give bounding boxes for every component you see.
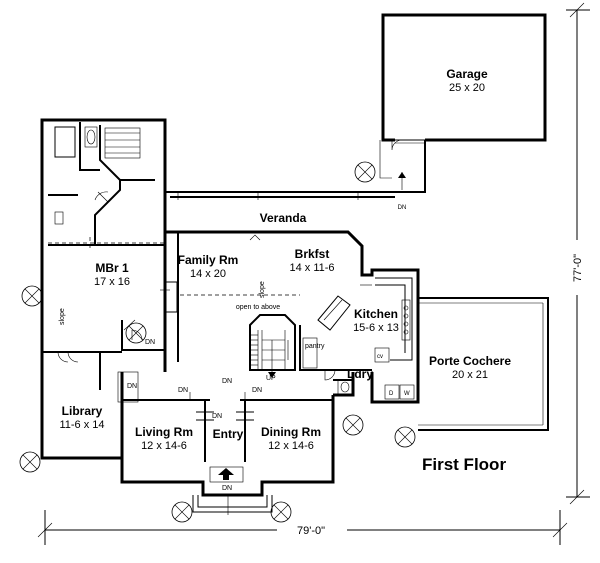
- veranda-name: Veranda: [260, 211, 307, 225]
- svg-text:UP: UP: [266, 375, 276, 382]
- brkfst-name: Brkfst: [295, 247, 330, 261]
- svg-text:DN: DN: [127, 383, 137, 390]
- library: DN Library 11-6 x 14: [42, 351, 139, 431]
- porte-dim: 20 x 21: [452, 369, 488, 381]
- svg-text:slope: slope: [59, 308, 66, 325]
- svg-text:DN: DN: [398, 205, 407, 211]
- front-rooms: DN DN DN DN Living Rm 12 x 14-6 Entry Di…: [122, 387, 333, 515]
- exterior-walls: [40, 118, 420, 513]
- svg-text:DN: DN: [252, 387, 262, 394]
- garage-dim: 25 x 20: [449, 82, 485, 94]
- ldry-name: Ldry: [347, 367, 373, 381]
- floor-title: First Floor: [422, 455, 506, 474]
- mbr-name: MBr 1: [95, 261, 129, 275]
- dining-dim: 12 x 14-6: [268, 440, 314, 452]
- dining-name: Dining Rm: [261, 425, 321, 439]
- mbr-dim: 17 x 16: [94, 276, 130, 288]
- laundry: cv D W Ldry: [320, 347, 415, 400]
- tree: [342, 414, 364, 436]
- svg-text:W: W: [404, 391, 410, 397]
- depth-dimension-label: 77'-0": [572, 254, 584, 282]
- tree: [171, 501, 193, 523]
- garage: DN Garage 25 x 20: [379, 13, 547, 211]
- kitchen-name: Kitchen: [354, 307, 398, 321]
- veranda: Veranda: [165, 140, 426, 225]
- kitchen-dim: 15-6 x 13: [353, 322, 399, 334]
- family-room: slope open to above Family Rm 14 x 20: [164, 232, 300, 362]
- kitchen: pantry Kitchen 15-6 x 13: [299, 277, 413, 371]
- svg-text:DN: DN: [222, 485, 232, 492]
- tree: [270, 501, 292, 523]
- garage-name: Garage: [446, 67, 488, 81]
- svg-text:slope: slope: [259, 281, 266, 298]
- width-dimension-label: 79'-0": [297, 525, 325, 537]
- family-dim: 14 x 20: [190, 268, 226, 280]
- porte-cochere: Porte Cochere 20 x 21: [418, 297, 549, 431]
- breakfast: Brkfst 14 x 11-6: [289, 247, 334, 274]
- library-name: Library: [62, 404, 103, 418]
- porte-name: Porte Cochere: [429, 354, 511, 368]
- master-suite: DN slope MBr 1 17 x 16: [48, 122, 170, 351]
- svg-text:open to above: open to above: [236, 304, 280, 311]
- entry-name: Entry: [213, 427, 244, 441]
- svg-text:D: D: [389, 391, 394, 397]
- svg-text:DN: DN: [178, 387, 188, 394]
- brkfst-dim: 14 x 11-6: [289, 262, 334, 274]
- living-name: Living Rm: [135, 425, 193, 439]
- svg-text:cv: cv: [377, 354, 383, 360]
- svg-text:DN: DN: [212, 413, 222, 420]
- tree: [21, 285, 43, 307]
- landscape-trees: [19, 161, 416, 523]
- living-dim: 12 x 14-6: [141, 440, 187, 452]
- staircase: UP DN: [222, 314, 296, 385]
- svg-text:pantry: pantry: [305, 343, 325, 350]
- library-dim: 11-6 x 14: [59, 419, 104, 431]
- svg-text:DN: DN: [222, 378, 232, 385]
- tree: [394, 426, 416, 448]
- family-name: Family Rm: [178, 253, 239, 267]
- svg-text:DN: DN: [145, 339, 155, 346]
- tree: [354, 161, 376, 183]
- tree: [19, 451, 41, 473]
- overall-depth-dimension: 77'-0": [566, 2, 590, 505]
- overall-width-dimension: 79'-0": [37, 510, 568, 545]
- tree: [125, 322, 147, 344]
